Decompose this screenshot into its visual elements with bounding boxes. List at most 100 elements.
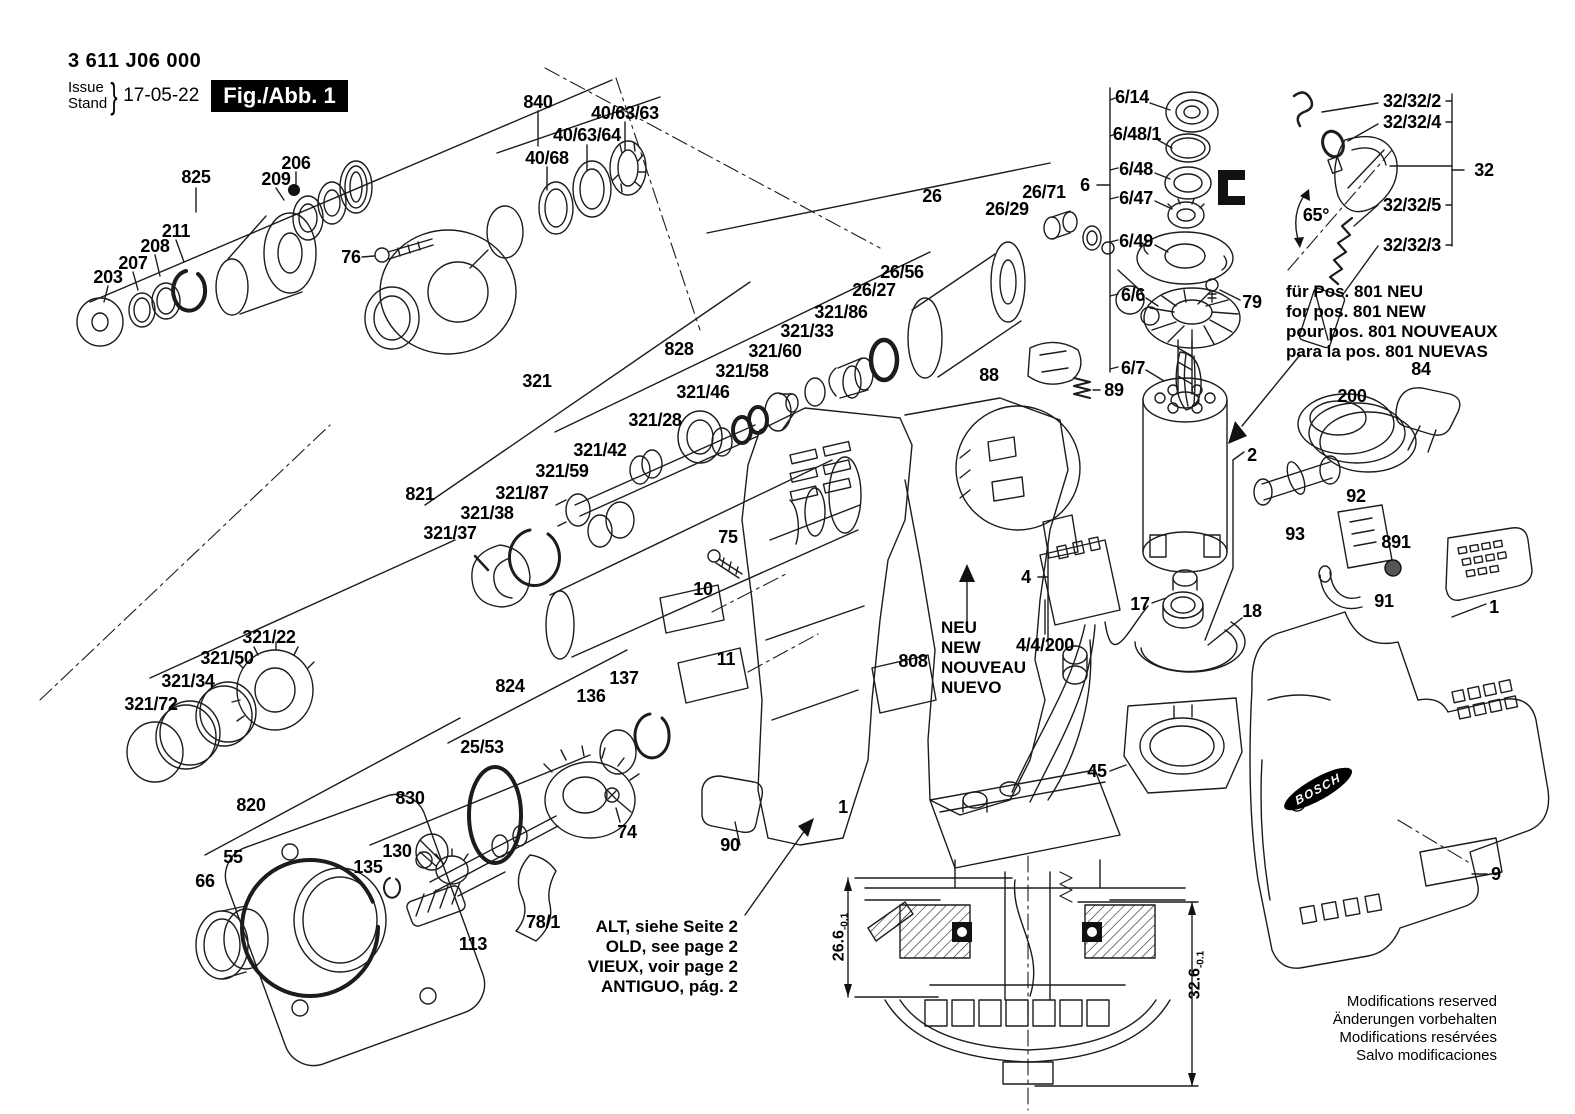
part-label-137-46: 137	[609, 668, 639, 688]
part-label-89-55: 89	[1104, 380, 1124, 400]
part-label-32-81: 32	[1474, 160, 1494, 180]
part-label-321-22-31: 321/22	[242, 627, 296, 647]
gear-housing-group	[364, 140, 647, 355]
part-label-209-2: 209	[261, 169, 291, 189]
part-label-6-48-59: 6/48	[1119, 159, 1153, 179]
part-label-32-32-5-82: 32/32/5	[1383, 195, 1441, 215]
part-label-84-71: 84	[1411, 359, 1431, 379]
part-label-207-5: 207	[118, 253, 148, 273]
part-label-32-32-4-80: 32/32/4	[1383, 112, 1441, 132]
bearing-flange-group	[195, 793, 486, 1067]
part-label-10-49: 10	[693, 579, 713, 599]
part-label-321-34-33: 321/34	[161, 671, 215, 691]
part-label-55-36: 55	[223, 847, 243, 867]
part-label-26-56-15: 26/56	[880, 262, 924, 282]
part-label-26-12: 26	[922, 186, 942, 206]
part-label-6-14-57: 6/14	[1115, 87, 1149, 107]
part-label-9-78: 9	[1491, 864, 1501, 884]
part-label-6-49-61: 6/49	[1119, 231, 1153, 251]
part-label-40-63-64-9: 40/63/64	[553, 125, 621, 145]
part-label-75-48: 75	[718, 527, 738, 547]
carbon-brush-group	[1292, 91, 1465, 349]
part-label-40-63-63-8: 40/63/63	[591, 103, 659, 123]
part-label-40-68-10: 40/68	[525, 148, 569, 168]
part-label-321-37-29: 321/37	[423, 523, 477, 543]
part-label-76-11: 76	[341, 247, 361, 267]
part-label-93-74: 93	[1285, 524, 1305, 544]
screw-76	[374, 238, 434, 263]
part-label-91-76: 91	[1374, 591, 1394, 611]
part-label-130-39: 130	[382, 841, 412, 861]
motor	[1142, 339, 1301, 641]
intermediate-shaft-group	[473, 410, 759, 572]
housing-halves	[701, 397, 1081, 846]
part-label-206-1: 206	[281, 153, 311, 173]
part-label-321-60-19: 321/60	[748, 341, 802, 361]
part-label-321-24: 321	[522, 371, 552, 391]
part-label-821-30: 821	[405, 484, 435, 504]
part-label-11-50: 11	[716, 649, 736, 669]
brace-glyph: }	[110, 75, 118, 116]
part-label-6-56: 6	[1080, 175, 1090, 195]
dimension-32-6: 32.6-0.1	[1186, 950, 1207, 1000]
part-label-825-0: 825	[181, 167, 211, 187]
cross-section	[844, 859, 1199, 1087]
part-label-840-7: 840	[523, 92, 553, 112]
part-label-25-53-44: 25/53	[460, 737, 504, 757]
header: 3 611 J06 000 Issue Stand } 17-05-22 Fig…	[68, 50, 348, 117]
part-label-90-52: 90	[720, 835, 740, 855]
part-label-88-54: 88	[979, 365, 999, 385]
clamp-88	[1027, 341, 1101, 399]
part-label-321-46-22: 321/46	[676, 382, 730, 402]
alt-leader	[744, 818, 814, 916]
issue-date: 17-05-22	[123, 85, 200, 106]
part-label-65--84: 65°	[1302, 205, 1330, 225]
handle-parts	[1253, 387, 1533, 618]
part-label-321-42-25: 321/42	[573, 440, 627, 460]
part-label-32-32-2-79: 32/32/2	[1383, 91, 1441, 111]
part-label-135-40: 135	[353, 857, 383, 877]
spindle-group	[126, 456, 862, 783]
bevel-gear-group	[383, 712, 671, 942]
part-label-6-7-63: 6/7	[1120, 358, 1146, 378]
part-label-45-70: 45	[1087, 761, 1107, 781]
part-label-92-73: 92	[1346, 486, 1366, 506]
neu-arrow	[959, 564, 975, 629]
part-label-66-37: 66	[195, 871, 215, 891]
part-label-2-65: 2	[1247, 445, 1257, 465]
part-label-26-27-16: 26/27	[852, 280, 896, 300]
phantom-lines	[39, 67, 1469, 1111]
part-label-820-35: 820	[236, 795, 266, 815]
part-label-830-38: 830	[395, 788, 425, 808]
part-label-321-58-20: 321/58	[715, 361, 769, 381]
part-label-6-47-60: 6/47	[1119, 188, 1153, 208]
screw-75	[707, 549, 743, 579]
part-label-32-32-3-83: 32/32/3	[1383, 235, 1441, 255]
callout-brackets	[89, 79, 1051, 856]
part-label-1-77: 1	[1489, 597, 1499, 617]
part-label-17-67: 17	[1130, 594, 1150, 614]
part-label-26-71-13: 26/71	[1022, 182, 1066, 202]
part-label-113-41: 113	[458, 934, 488, 954]
motor-bearing-group	[1096, 87, 1245, 411]
chuck-group	[76, 160, 373, 347]
part-label-824-43: 824	[495, 676, 525, 696]
part-label-4-4-200-69: 4/4/200	[1016, 635, 1074, 655]
part-label-6-48-1-58: 6/48/1	[1112, 124, 1162, 144]
part-label-74-47: 74	[617, 822, 637, 842]
part-label-321-59-26: 321/59	[535, 461, 589, 481]
label-stickers	[659, 584, 1503, 887]
part-label-321-28-23: 321/28	[628, 410, 682, 430]
part-label-136-45: 136	[576, 686, 606, 706]
part-label-79-64: 79	[1242, 292, 1262, 312]
part-label-321-50-32: 321/50	[200, 648, 254, 668]
part-label-208-4: 208	[140, 236, 170, 256]
part-label-18-68: 18	[1242, 601, 1262, 621]
ring-18-and-bracket-45	[1109, 617, 1246, 794]
part-label-203-6: 203	[93, 267, 123, 287]
issue-stand-label: Issue Stand	[68, 79, 108, 112]
